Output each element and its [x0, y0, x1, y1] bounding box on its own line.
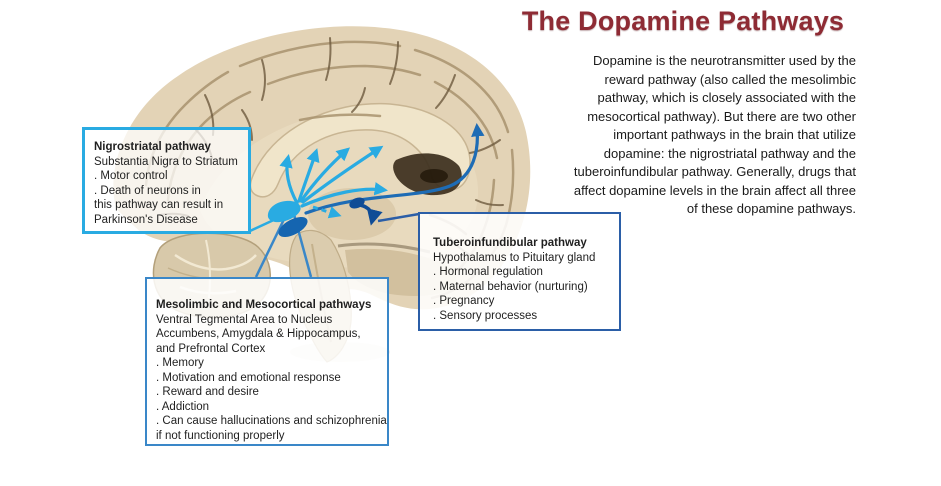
page-title: The Dopamine Pathways — [521, 6, 845, 36]
intro-column: The Dopamine Pathways Dopamine is the ne… — [510, 6, 856, 219]
intro-line: of these dopamine pathways. — [686, 201, 856, 216]
callout-line: and Prefrontal Cortex — [156, 342, 266, 355]
callout-line: . Motor control — [94, 170, 168, 182]
callout-line: . Reward and desire — [156, 386, 259, 398]
callout-line: Hypothalamus to Pituitary gland — [433, 251, 596, 264]
corpus-callosum — [249, 102, 471, 198]
callout-line: Parkinson's Disease — [94, 213, 198, 226]
intro-line: important pathways in the brain that uti… — [613, 127, 856, 142]
intro-line: Dopamine is the neurotransmitter used by… — [592, 53, 856, 68]
callout-line: this pathway can result in — [94, 199, 224, 211]
callout-line: . Can cause hallucinations and schizophr… — [156, 415, 387, 427]
striatal-arrow-3 — [299, 147, 351, 203]
intro-paragraph: Dopamine is the neurotransmitter used by… — [510, 52, 856, 219]
callout-line: if not functioning properly — [156, 429, 285, 442]
striatal-fan-arrows — [279, 145, 388, 208]
callout-line: . Maternal behavior (nurturing) — [433, 280, 588, 293]
intro-line: tuberoinfundibular pathway. Generally, d… — [573, 164, 856, 179]
callout-line: . Death of neurons in — [94, 184, 201, 197]
callout-line: . Pregnancy — [433, 295, 495, 307]
cortical-long-arrow — [304, 122, 485, 215]
mesocortical-short-arrow — [300, 182, 388, 208]
striatal-arrow-2 — [297, 148, 320, 203]
dopamine-pathway-arrows — [249, 122, 485, 278]
callout-line: . Addiction — [156, 400, 210, 413]
intro-line: reward pathway (also called the mesolimb… — [604, 71, 856, 87]
callout-line: . Memory — [156, 357, 204, 369]
intro-line: pathway, which is closely associated wit… — [597, 90, 856, 105]
callout-tuberoinfundibular: Tuberoinfundibular pathway Hypothalamus … — [418, 212, 621, 331]
striatal-arrow-1 — [279, 154, 299, 205]
callout-nigrostriatal: Nigrostriatal pathway Substantia Nigra t… — [82, 127, 251, 234]
callout-mesolimbic: Mesolimbic and Mesocortical pathways Ven… — [145, 277, 389, 446]
callout-line: . Motivation and emotional response — [156, 371, 341, 384]
striatal-arrow-4 — [301, 145, 384, 204]
intro-line: mesocortical pathway). But there are two… — [587, 108, 856, 124]
callout-line: . Sensory processes — [433, 309, 538, 322]
substantia-nigra-blob — [267, 200, 301, 223]
callout-line: Ventral Tegmental Area to Nucleus — [156, 313, 333, 326]
callout-title: Tuberoinfundibular pathway — [433, 237, 587, 249]
callout-line: Accumbens, Amygdala & Hippocampus, — [156, 328, 361, 340]
pituitary-arrow — [349, 197, 383, 226]
callout-line: . Hormonal regulation — [433, 266, 543, 278]
callout-title: Nigrostriatal pathway — [94, 141, 211, 153]
dashed-hypothalamus-arrow — [312, 205, 342, 219]
intro-line: dopamine: the nigrostriatal pathway and … — [603, 145, 856, 161]
callout-title: Mesolimbic and Mesocortical pathways — [156, 299, 372, 311]
tuberoinfundibular-leader-line — [377, 212, 420, 223]
callout-line: Substantia Nigra to Striatum — [94, 155, 238, 168]
vta-blob — [278, 216, 308, 238]
intro-line: affect dopamine levels in the brain affe… — [573, 182, 856, 198]
